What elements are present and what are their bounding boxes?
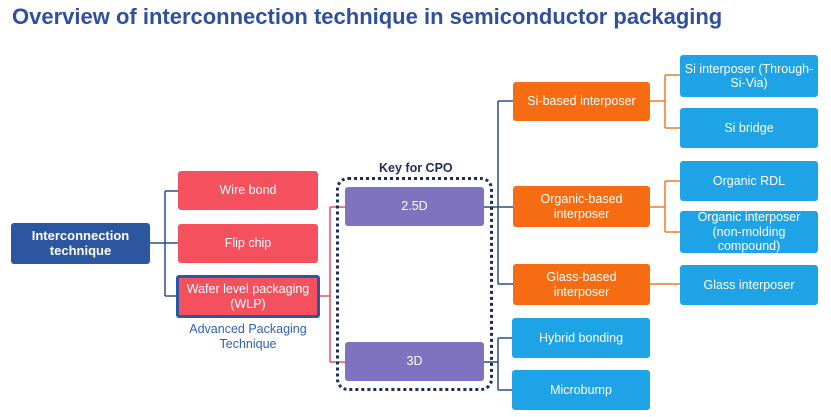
wlp-caption: Advanced Packaging Technique <box>189 322 307 351</box>
node-3d: 3D <box>345 342 484 381</box>
node-2-5d: 2.5D <box>345 187 484 226</box>
node-label: Si-based interposer <box>527 94 636 109</box>
node-wafer-level-packaging: Wafer level packaging (WLP) <box>176 275 320 318</box>
node-organic-rdl: Organic RDL <box>680 161 818 201</box>
node-label: Wire bond <box>219 183 277 198</box>
node-label: Glass interposer <box>703 277 795 292</box>
node-label: Wafer level packaging (WLP) <box>186 282 310 311</box>
node-si-bridge: Si bridge <box>680 108 818 148</box>
node-label: Flip chip <box>224 236 272 251</box>
wlp-connectors <box>318 206 345 363</box>
node-glass-based-interposer: Glass-based interposer <box>513 264 650 305</box>
node-label: Si interposer (Through-Si-Via) <box>684 61 814 90</box>
node-wire-bond: Wire bond <box>178 171 318 210</box>
node-label: Si bridge <box>724 120 774 135</box>
root-node-interconnection-technique: Interconnection technique <box>11 223 150 264</box>
level3-connectors <box>650 74 680 285</box>
node-label: Organic RDL <box>712 173 786 188</box>
cpo-dotted-outline <box>336 177 493 391</box>
cpo-label: Key for CPO <box>379 161 453 175</box>
node-glass-interposer: Glass interposer <box>680 265 818 305</box>
node-microbump: Microbump <box>512 370 650 410</box>
node-label: Glass-based interposer <box>546 270 617 299</box>
node-label: Microbump <box>550 382 612 397</box>
node-organic-interposer-non-molding: Organic interposer (non-molding compound… <box>680 210 818 254</box>
node-label: Organic-based interposer <box>540 192 623 221</box>
node-flip-chip: Flip chip <box>178 224 318 263</box>
node-organic-based-interposer: Organic-based interposer <box>513 186 650 227</box>
root-connectors <box>150 190 178 297</box>
root-node-label: Interconnection technique <box>31 227 130 258</box>
node-si-interposer-tsv: Si interposer (Through-Si-Via) <box>680 55 818 97</box>
node-label: 2.5D <box>401 199 428 214</box>
node-si-based-interposer: Si-based interposer <box>513 82 650 121</box>
node-label: Hybrid bonding <box>538 330 624 345</box>
node-label: 3D <box>406 354 423 369</box>
node-hybrid-bonding: Hybrid bonding <box>512 318 650 358</box>
page-title: Overview of interconnection technique in… <box>12 4 723 29</box>
node-label: Organic interposer (non-molding compound… <box>697 210 801 254</box>
